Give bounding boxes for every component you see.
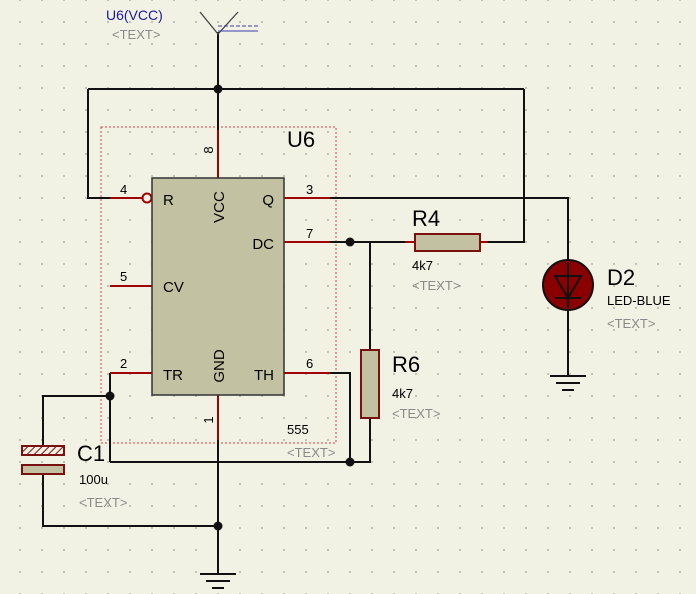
c1-ref-label: C1 <box>77 441 105 466</box>
pin-q-number: 3 <box>306 182 313 197</box>
pin-vcc-number: 8 <box>201 146 216 153</box>
wire-c1-top <box>42 395 110 446</box>
ground-terminal-main[interactable] <box>200 573 236 589</box>
vcc-arrow-icon <box>199 11 239 35</box>
pin-gnd-name: GND <box>211 349 228 383</box>
r4-text-placeholder: <TEXT> <box>412 278 460 293</box>
vcc-power-terminal[interactable]: U6(VCC) <TEXT> <box>106 7 258 42</box>
u6-text-placeholder: <TEXT> <box>287 445 335 460</box>
pin-th-name: TH <box>254 367 274 384</box>
junction-dot <box>105 391 115 401</box>
c1-capacitor[interactable]: C1 100u <TEXT> <box>21 441 127 510</box>
u6-ref-label: U6 <box>287 127 315 152</box>
pin-dc-number: 7 <box>306 226 313 241</box>
pin-r-inversion <box>141 192 153 204</box>
vcc-net-label: U6(VCC) <box>106 7 163 23</box>
junctions <box>105 84 355 531</box>
pin-q-name: Q <box>262 192 274 209</box>
diode-triangle-icon <box>553 275 583 300</box>
r4-ref-label: R4 <box>412 206 440 231</box>
r4-resistor[interactable]: R4 4k7 <TEXT> <box>405 206 488 293</box>
pin-gnd-number: 1 <box>201 416 216 423</box>
wire-reset <box>87 89 110 199</box>
u6-value-label: 555 <box>287 422 309 437</box>
d2-led[interactable]: D2 LED-BLUE <TEXT> <box>542 259 671 331</box>
wire-r6-node <box>350 418 371 463</box>
pin-th-number: 6 <box>306 356 313 371</box>
u6-555-timer[interactable]: R CV TR Q DC TH VCC GND 4 5 2 3 7 6 8 1 … <box>110 127 335 460</box>
r6-resistor[interactable]: R6 4k7 <TEXT> <box>360 349 440 421</box>
r4-value-label: 4k7 <box>412 258 433 273</box>
r6-body <box>360 349 380 419</box>
c1-value-label: 100u <box>79 472 108 487</box>
junction-dot <box>213 521 223 531</box>
r6-ref-label: R6 <box>392 352 420 377</box>
pin-tr-name: TR <box>163 367 183 384</box>
c1-text-placeholder: <TEXT> <box>79 495 127 510</box>
junction-dot <box>345 457 355 467</box>
wire-r4-vcc <box>482 89 525 243</box>
ground-terminal-led[interactable] <box>550 375 586 391</box>
wire-c1-bottom <box>42 474 218 527</box>
r6-text-placeholder: <TEXT> <box>392 406 440 421</box>
r4-body <box>414 233 481 252</box>
pin-vcc-name: VCC <box>211 191 228 223</box>
wire-q-led <box>330 197 569 262</box>
junction-dot <box>345 237 355 247</box>
pin-cv-number: 5 <box>120 269 127 284</box>
c1-positive-plate <box>21 445 65 456</box>
pin-tr-number: 2 <box>120 356 127 371</box>
pin-cv-name: CV <box>163 279 184 296</box>
d2-ref-label: D2 <box>607 265 635 290</box>
wire-th-node <box>330 372 351 462</box>
c1-negative-plate <box>21 464 65 475</box>
u6-body <box>151 177 285 396</box>
junction-dot <box>213 84 223 94</box>
d2-text-placeholder: <TEXT> <box>607 316 655 331</box>
r6-value-label: 4k7 <box>392 386 413 401</box>
pin-dc-name: DC <box>252 236 274 253</box>
pin-r-name: R <box>163 192 174 209</box>
d2-value-label: LED-BLUE <box>607 293 671 308</box>
wires <box>42 32 569 574</box>
vcc-text-placeholder: <TEXT> <box>112 27 160 42</box>
pin-r-number: 4 <box>120 182 127 197</box>
